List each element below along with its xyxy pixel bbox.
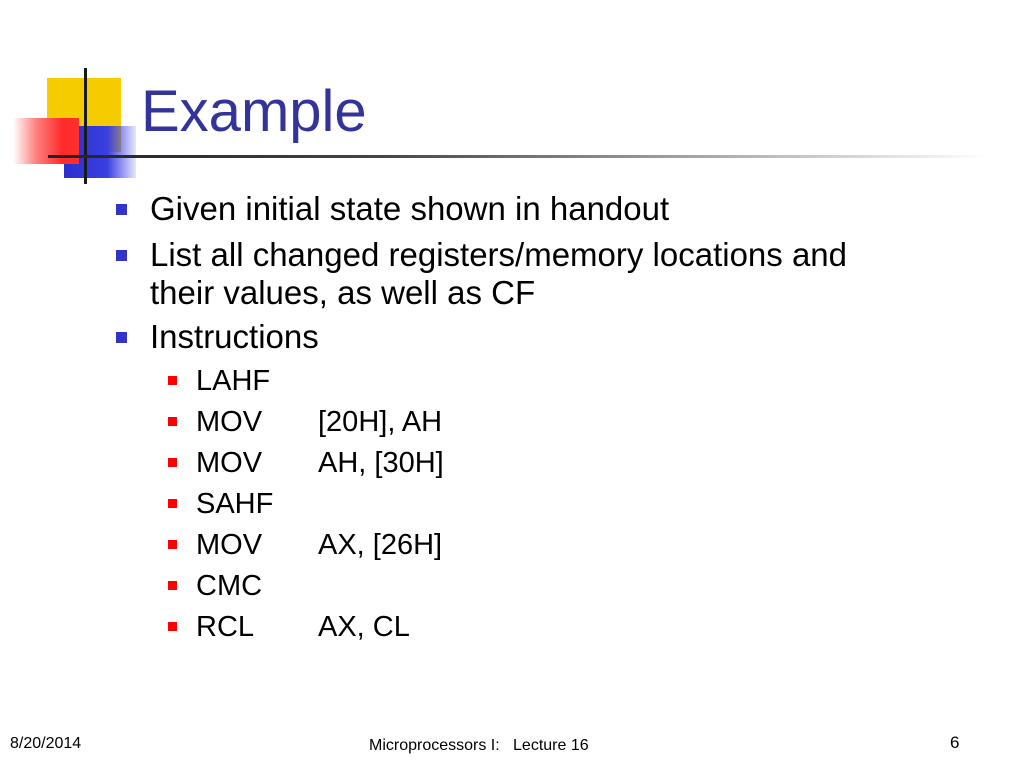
instruction-item: MOV AH, [30H] [168,446,444,480]
square-bullet-icon [116,250,127,261]
instruction-opcode: MOV [196,406,263,438]
bullet-list-changes: List all changed registers/memory locati… [116,236,990,312]
instruction-item: CMC [168,569,318,603]
bullet-text-line-1: List all changed registers/memory locati… [150,236,848,273]
bullet-text: Given initial state shown in handout [150,190,670,227]
instruction-operands: AH, [30H] [318,447,444,479]
bullet-given-state: Given initial state shown in handout [116,190,990,228]
instruction-item: RCL AX, CL [168,610,410,644]
red-square-bullet-icon [168,376,177,385]
footer-date: 8/20/2014 [10,735,82,752]
instruction-item: LAHF [168,364,318,398]
red-square-bullet-icon [168,417,177,426]
red-square-bullet-icon [168,622,177,631]
instruction-opcode: SAHF [196,488,274,520]
title-underline-rule [48,155,988,158]
instruction-item: SAHF [168,487,318,521]
square-bullet-icon [116,332,127,343]
instruction-opcode: CMC [196,570,263,602]
instruction-opcode: LAHF [196,365,271,397]
footer-page-number: 6 [950,733,960,752]
red-square-bullet-icon [168,540,177,549]
bullet-text-line-2: their values, as well as CF [150,274,536,311]
instruction-opcode: MOV [196,529,263,561]
red-square-bullet-icon [168,458,177,467]
red-square-bullet-icon [168,581,177,590]
vertical-rule-decoration [84,68,87,184]
instruction-item: MOV [20H], AH [168,405,443,439]
instruction-operands: [20H], AH [318,406,443,438]
footer-course: Microprocessors I: Lecture 16 [369,737,589,754]
instruction-opcode: RCL [196,611,255,643]
instruction-operands: AX, CL [318,611,410,643]
red-square-bullet-icon [168,499,177,508]
square-bullet-icon [116,204,127,215]
slide-title: Example [141,79,367,144]
instruction-operands: AX, [26H] [318,529,443,561]
bullet-instructions: Instructions [116,318,990,356]
bullet-text: Instructions [150,318,319,355]
instruction-item: MOV AX, [26H] [168,528,443,562]
instruction-opcode: MOV [196,447,263,479]
